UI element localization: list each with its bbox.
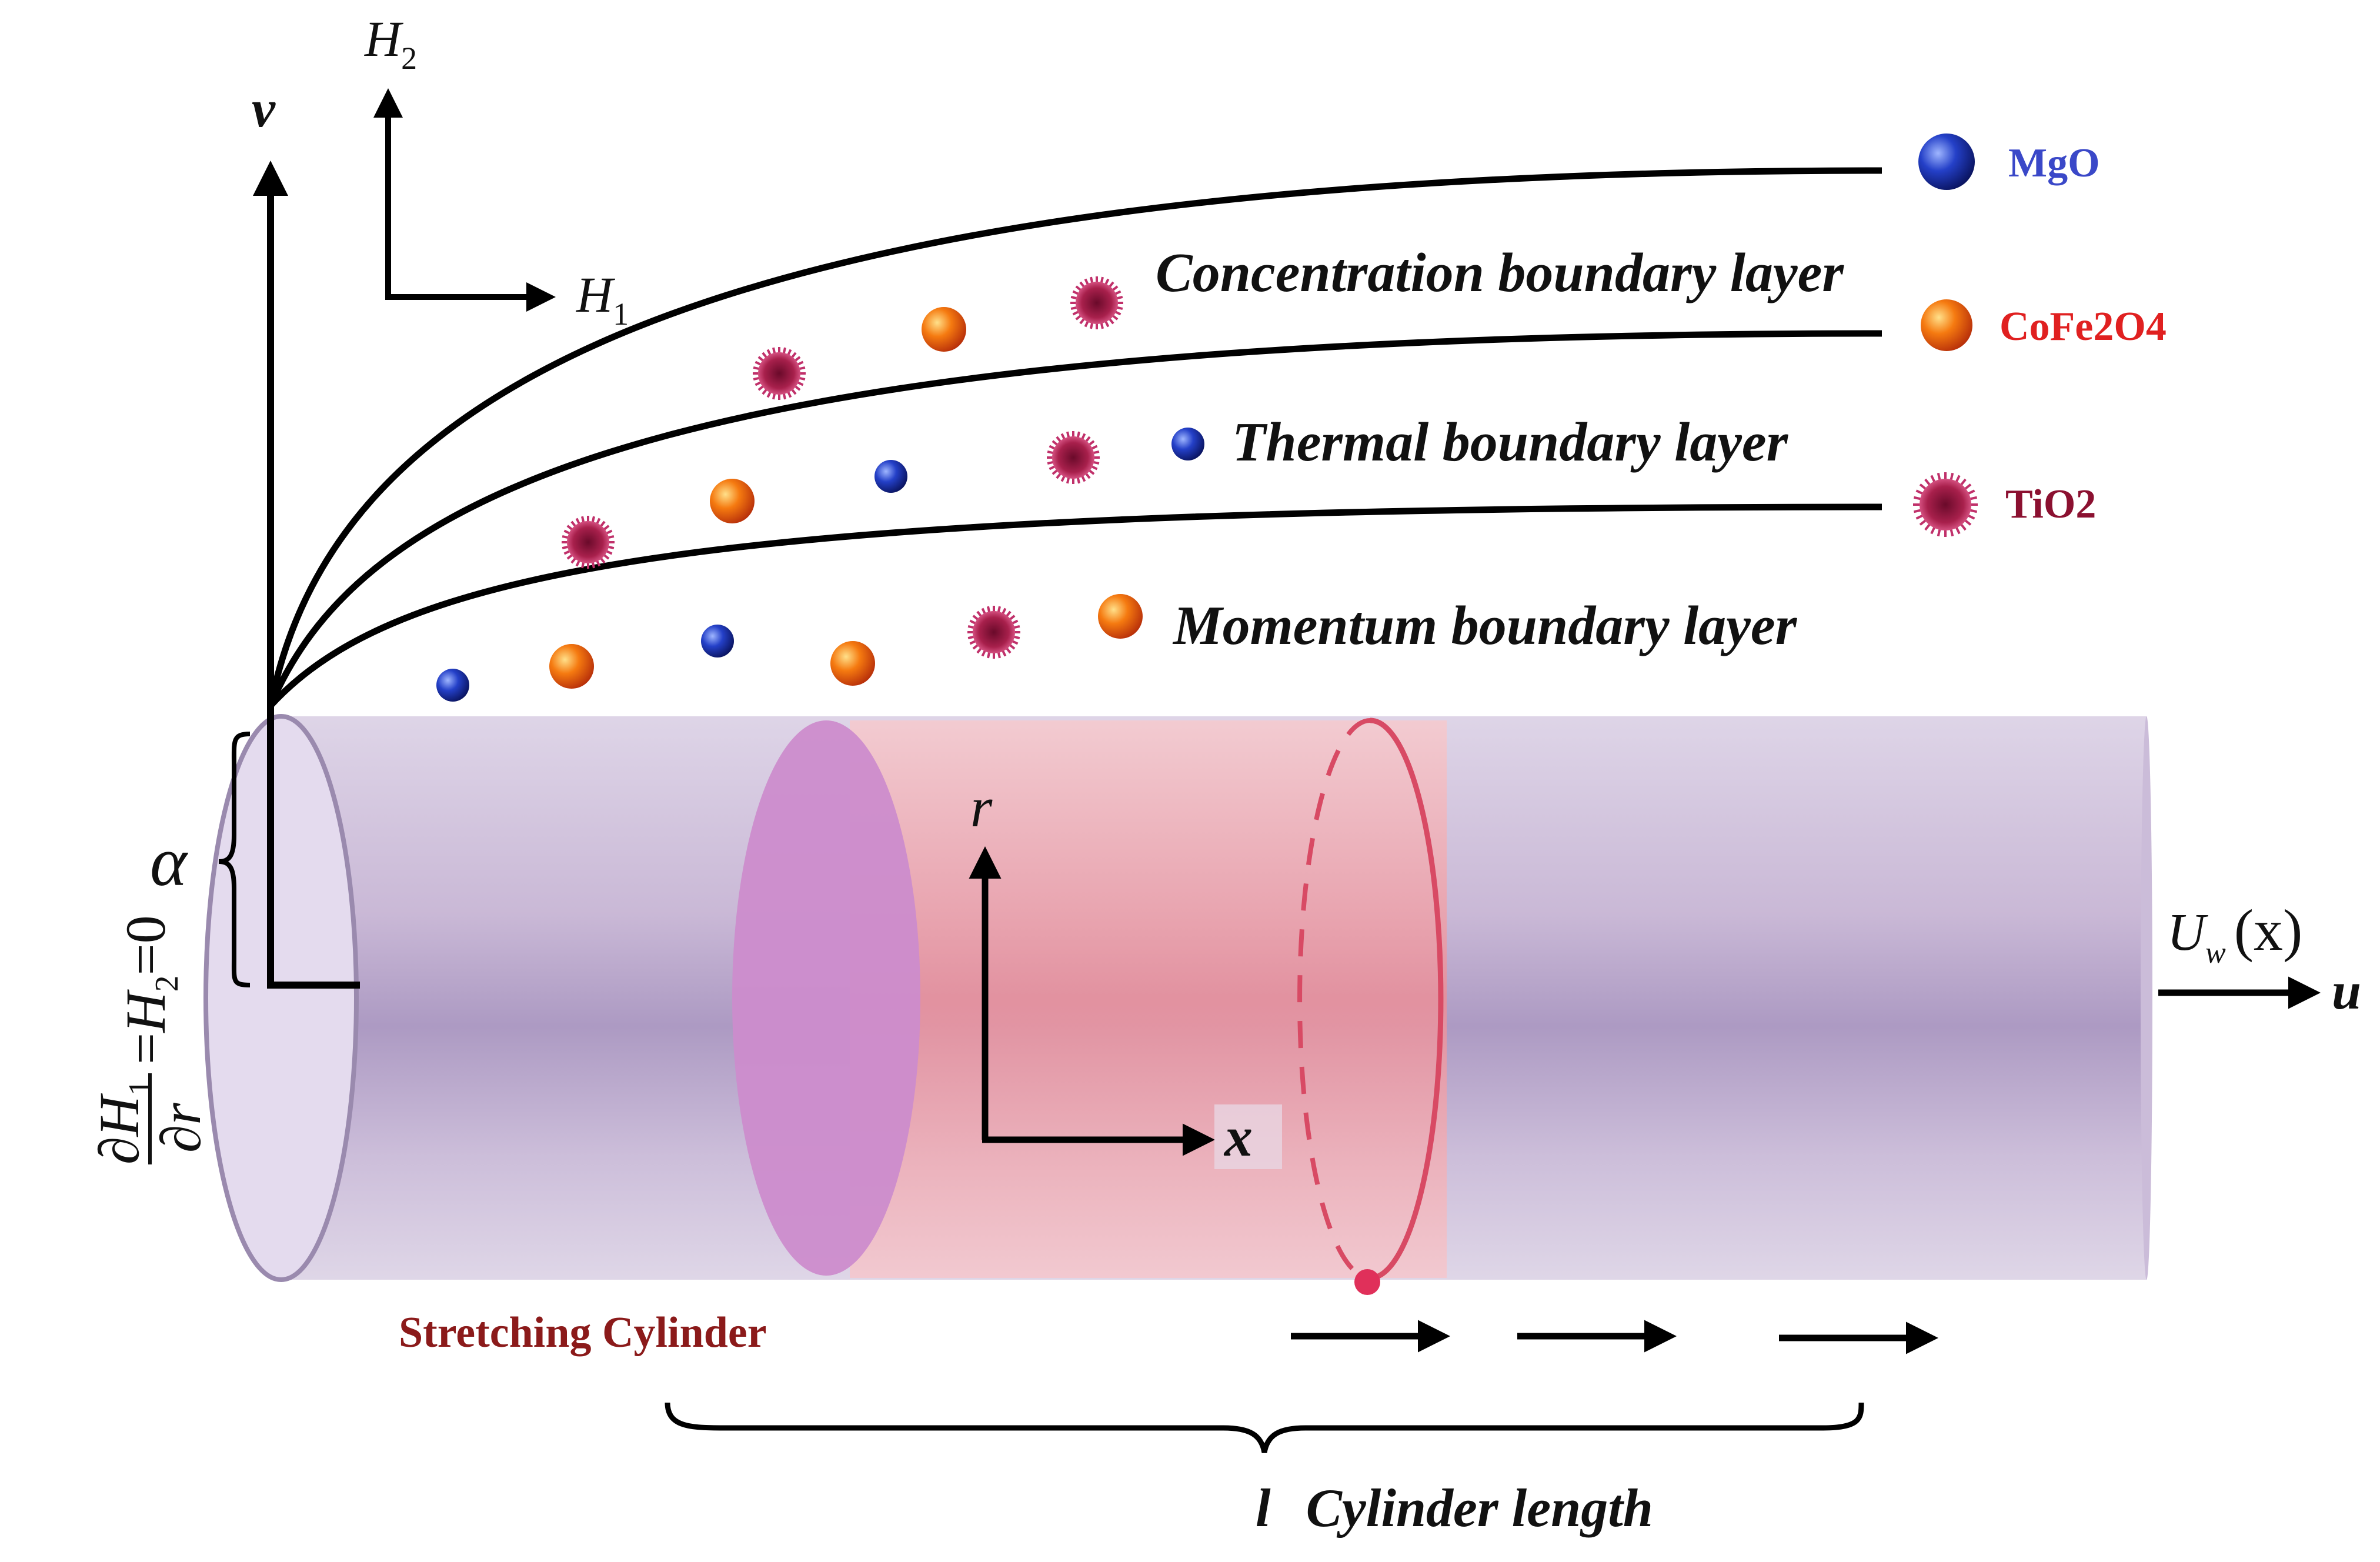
spiky-particle-icon	[967, 606, 1020, 659]
pink-section	[850, 720, 1447, 1278]
legend-cofe2o4-label: CoFe2O4	[2000, 304, 2167, 349]
u-axis-label: u	[2332, 962, 2361, 1020]
momentum-layer-label: Momentum boundary layer	[1172, 595, 1798, 656]
coordinate-axes: v H2 H1 r x u Uw(x) α	[150, 11, 2361, 1169]
cylinder-right-end	[2141, 716, 2152, 1280]
orange-sphere-icon	[922, 307, 966, 352]
spiky-particle-icon	[1913, 472, 1978, 537]
nanoparticles	[436, 276, 1204, 702]
thermal-layer-label: Thermal boundary layer	[1232, 412, 1789, 473]
alpha-label: α	[150, 822, 188, 900]
spiky-particle-icon	[1913, 472, 1978, 537]
thermal-layer-curve	[267, 330, 1882, 707]
legend-mgo-label: MgO	[2008, 141, 2100, 186]
orange-sphere-icon	[549, 644, 594, 689]
cylinder-length-brace	[665, 1402, 1864, 1453]
x-label-bg	[1214, 1104, 1282, 1169]
spiky-particle-icon	[562, 516, 615, 569]
blue-sphere-icon	[1171, 428, 1204, 460]
legend-tio2-label: TiO2	[2005, 482, 2096, 527]
stretch-arrows	[1291, 1320, 1938, 1354]
h2-axis-label: H2	[364, 11, 417, 76]
spiky-particle-icon	[753, 347, 806, 400]
spiky-particle-icon	[1070, 276, 1123, 329]
ring-marker-dot	[1354, 1269, 1380, 1295]
alpha-brace	[218, 732, 251, 987]
bc-numerator: ∂H1	[88, 1079, 159, 1164]
orange-sphere-icon	[830, 641, 875, 686]
pink-section-ring	[1370, 717, 1444, 1281]
inner-section-face	[732, 720, 920, 1276]
concentration-layer-curve	[267, 167, 1882, 707]
blue-sphere-icon	[874, 460, 907, 493]
spiky-particle-icon	[1047, 431, 1100, 484]
cylinder-left-end	[203, 714, 359, 1282]
concentration-layer-label: Concentration boundary layer	[1156, 242, 1844, 303]
stretching-cylinder	[203, 714, 2152, 1295]
legend: MgO CoFe2O4 TiO2	[1913, 133, 2167, 537]
blue-sphere-icon	[1918, 133, 1975, 190]
orange-sphere-icon	[1098, 594, 1143, 639]
h1-axis-label: H1	[576, 266, 629, 332]
blue-sphere-icon	[436, 669, 469, 702]
boundary-condition: ∂H1 ∂r =H2=0	[88, 915, 212, 1164]
x-axis-label: x	[1223, 1105, 1253, 1168]
momentum-layer-curve	[268, 503, 1882, 708]
orange-sphere-icon	[1921, 299, 1972, 351]
r-axis-label: r	[970, 776, 993, 839]
blue-sphere-icon	[701, 625, 734, 657]
stretching-cylinder-label: Stretching Cylinder	[399, 1309, 767, 1357]
boundary-layer-curves	[267, 167, 1882, 708]
wall-velocity-label: Uw(x)	[2167, 897, 2302, 970]
bc-equation: =H2=0	[114, 915, 185, 1064]
v-axis-label: v	[252, 80, 276, 138]
orange-sphere-icon	[710, 479, 755, 523]
pink-section-dashed-edge	[1297, 718, 1371, 1280]
bc-denominator: ∂r	[149, 1103, 212, 1153]
